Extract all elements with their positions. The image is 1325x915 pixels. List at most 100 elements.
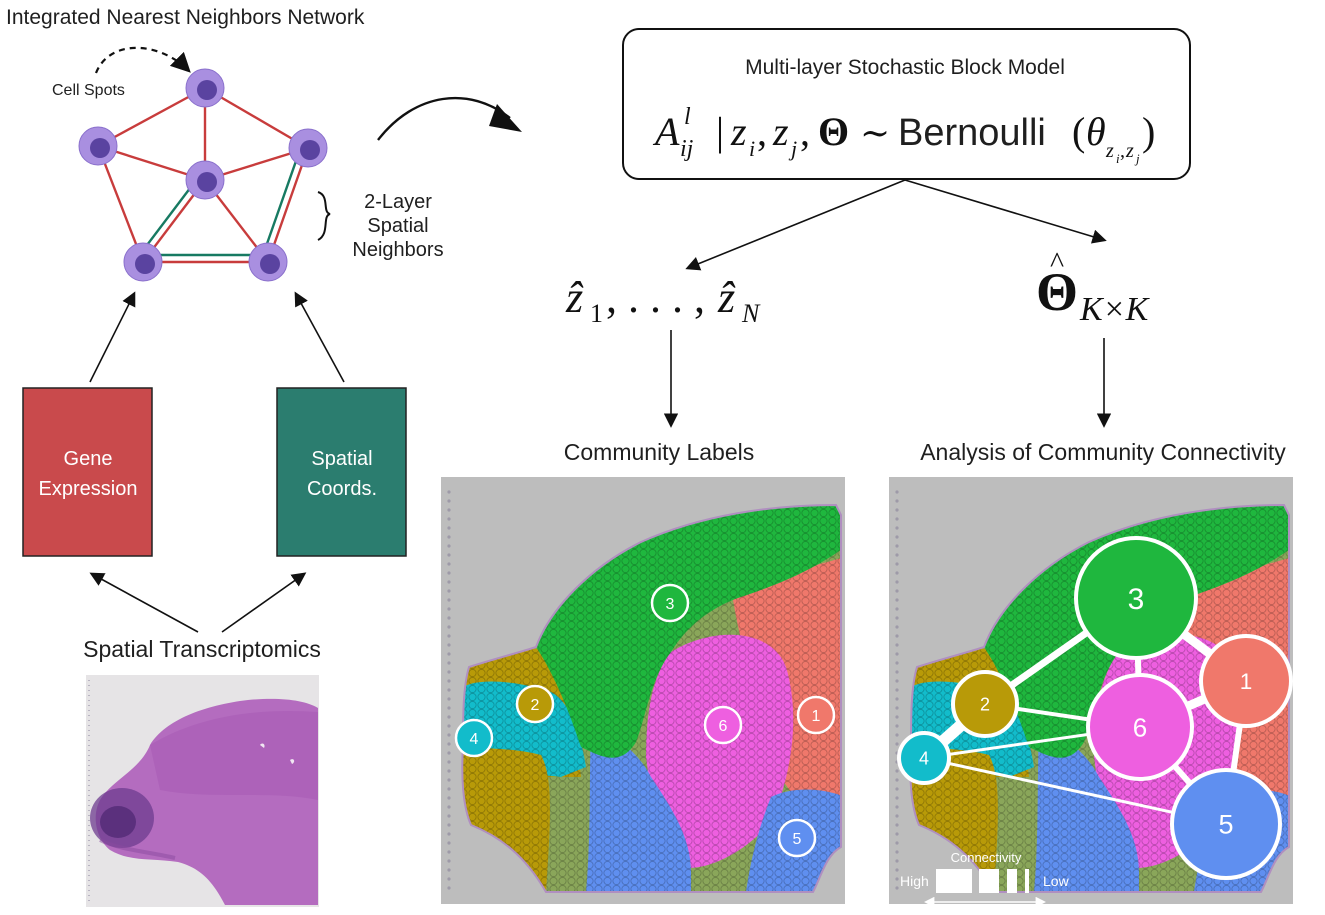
fiducial-dot: [895, 589, 899, 593]
svg-text:j: j: [1134, 151, 1140, 166]
network-edge-red: [266, 147, 310, 263]
network-title: Integrated Nearest Neighbors Network: [6, 6, 365, 29]
fiducial-dot: [895, 490, 899, 494]
cell-spots-annotation: Cell Spots: [52, 46, 191, 99]
svg-text:,: ,: [800, 109, 810, 154]
fiducial-dot: [447, 616, 451, 620]
fiducial-dot: [447, 589, 451, 593]
network-to-model-arrowhead: [489, 104, 522, 132]
svg-text:Θ: Θ: [1036, 262, 1078, 322]
legend-low-label: Low: [1043, 873, 1070, 889]
z-hat-estimates: ẑ 1 , . . . , ẑ N: [565, 273, 761, 328]
community-labels-title: Community Labels: [564, 439, 754, 465]
svg-text:(: (: [1072, 109, 1085, 154]
legend-bar-mid: [979, 869, 999, 893]
legend-bar-high: [936, 869, 972, 893]
model-to-labels-arrow: [685, 179, 906, 271]
connectivity-node-4: [897, 731, 951, 785]
fiducial-dot: [895, 679, 899, 683]
fiducial-dot: [895, 697, 899, 701]
fiducial-dot: [895, 598, 899, 602]
fiducial-dot: [895, 706, 899, 710]
cell-spots-label: Cell Spots: [52, 82, 125, 99]
svg-text:ẑ: ẑ: [717, 273, 736, 322]
fiducial-dot: [447, 598, 451, 602]
sbm-model-box: Multi-layer Stochastic Block Model A l i…: [622, 28, 1191, 180]
svg-text:j: j: [788, 136, 797, 161]
fiducial-dot: [447, 778, 451, 782]
community-label-6: [703, 705, 743, 745]
fiducial-dot: [895, 670, 899, 674]
distribution-name: Bernoulli: [898, 112, 1046, 154]
fiducial-dot: [895, 868, 899, 872]
svg-text:,: ,: [1120, 140, 1125, 162]
svg-text:|: |: [716, 109, 724, 154]
fiducial-dot: [447, 823, 451, 827]
legend-high-label: High: [900, 873, 929, 889]
network-edge-teal: [260, 145, 303, 261]
svg-text:θ: θ: [1086, 109, 1106, 154]
connectivity-node-6: [1086, 673, 1194, 781]
svg-text:A: A: [652, 109, 680, 154]
fiducial-dot: [895, 643, 899, 647]
community-label-1: [796, 695, 836, 735]
connectivity-legend: Connectivity High Low: [900, 850, 1070, 908]
fiducial-dot: [447, 571, 451, 575]
fiducial-dot: [447, 544, 451, 548]
fiducial-dot: [447, 886, 451, 890]
coords-to-network-arrow: [294, 291, 345, 383]
fiducial-dot: [447, 517, 451, 521]
community-label-4: [454, 718, 494, 758]
fiducial-dot: [447, 535, 451, 539]
cell-spot-nucleus: [135, 254, 155, 274]
spatial-coords-box: Spatial Coords.: [276, 387, 407, 557]
svg-text:z: z: [772, 109, 789, 154]
fiducial-dot: [895, 832, 899, 836]
fiducial-dot: [447, 877, 451, 881]
theta-hat-estimate: Θ ^ K×K: [1036, 246, 1151, 328]
fiducial-dot: [447, 859, 451, 863]
fiducial-dot: [447, 724, 451, 728]
fiducial-dot: [895, 859, 899, 863]
tissue-outline: [461, 503, 842, 893]
fiducial-dot: [447, 661, 451, 665]
fiducial-dot: [447, 760, 451, 764]
fiducial-dot: [447, 580, 451, 584]
fiducial-dot: [895, 562, 899, 566]
fiducial-dot: [447, 715, 451, 719]
cell-spot-nucleus: [90, 138, 110, 158]
fiducial-dot: [447, 499, 451, 503]
model-to-theta-arrow: [904, 179, 1107, 244]
legend-bar-lowest: [1025, 869, 1029, 893]
svg-text:, . . . ,: , . . . ,: [606, 273, 705, 322]
fiducial-dot: [895, 571, 899, 575]
connectivity-title: Analysis of Community Connectivity: [920, 439, 1286, 465]
fiducial-dot: [447, 805, 451, 809]
source-to-gene-arrow: [89, 572, 199, 633]
fiducial-dot: [895, 715, 899, 719]
fiducial-dot: [895, 526, 899, 530]
fiducial-dot: [895, 823, 899, 827]
model-title: Multi-layer Stochastic Block Model: [745, 56, 1065, 79]
network-to-model-arrow: [377, 96, 511, 141]
fiducial-dot: [895, 652, 899, 656]
spatial-neighbors-annotation: 2-Layer Spatial Neighbors: [317, 191, 444, 261]
connectivity-node-text: 3: [1128, 583, 1145, 616]
fiducial-dot: [895, 742, 899, 746]
network-edge-red: [97, 86, 206, 148]
fiducial-dot: [895, 805, 899, 809]
neighbors-brace: [317, 191, 331, 241]
svg-text:^: ^: [1050, 246, 1064, 279]
fiducial-dot: [895, 634, 899, 638]
fiducial-dot: [447, 625, 451, 629]
fiducial-dot: [447, 814, 451, 818]
fiducial-dot: [447, 850, 451, 854]
community-label-5: [777, 818, 817, 858]
fiducial-dot: [447, 634, 451, 638]
spatial-transcriptomics-label: Spatial Transcriptomics: [83, 636, 321, 662]
fiducial-dot: [895, 850, 899, 854]
svg-text:): ): [1142, 109, 1155, 154]
fiducial-dot: [447, 751, 451, 755]
fiducial-dot: [447, 607, 451, 611]
